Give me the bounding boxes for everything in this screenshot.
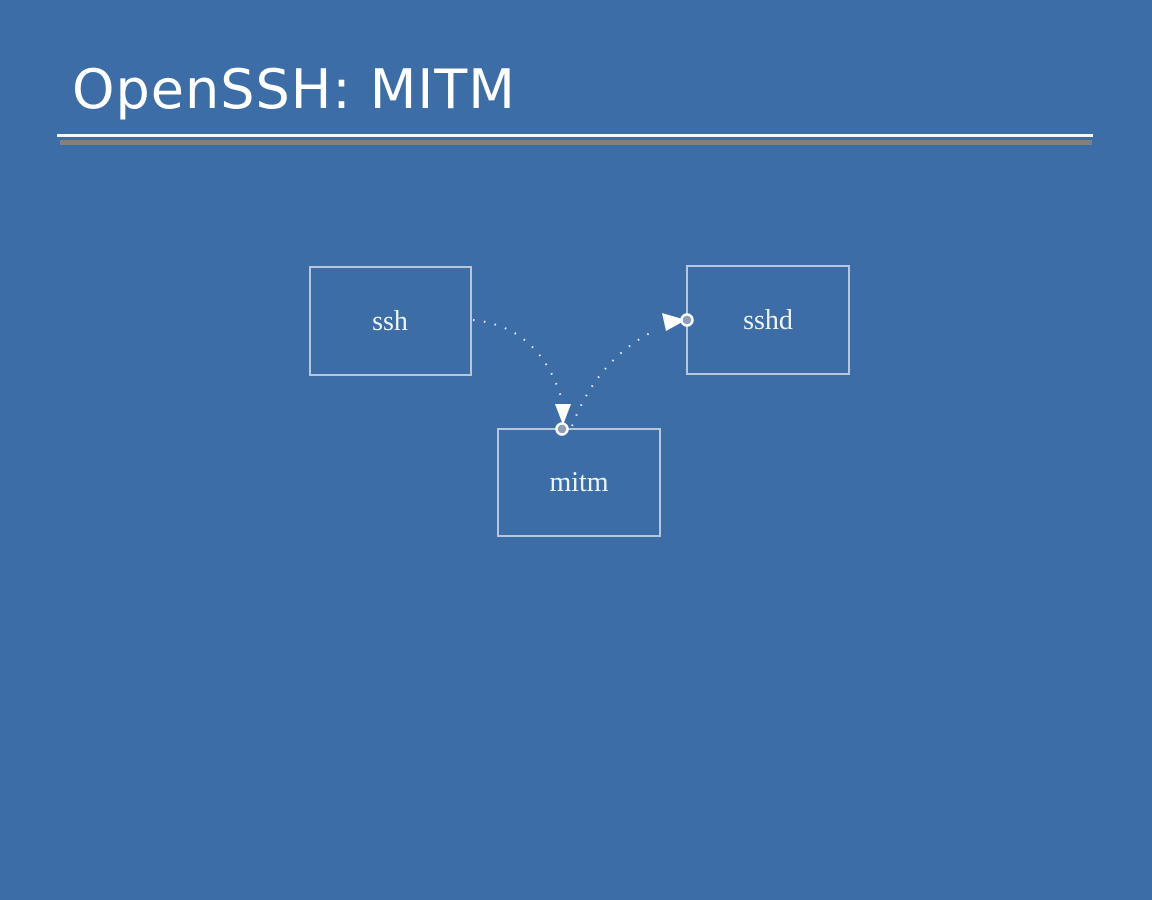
mitm-node-label: mitm	[549, 467, 608, 498]
title-underline-highlight	[57, 134, 1093, 137]
arrowhead-down-icon	[555, 404, 571, 425]
dotted-connector-ssh-to-mitm	[472, 319, 563, 401]
mitm-node-box	[497, 428, 661, 537]
sshd-node-label: sshd	[743, 305, 793, 336]
arrowhead-right-icon	[662, 313, 686, 331]
ssh-node-box	[309, 266, 472, 376]
ssh-node-label: ssh	[372, 306, 408, 337]
connection-point-mitm	[555, 422, 569, 436]
slide-title: OpenSSH: MITM	[72, 58, 516, 121]
dotted-connector-mitm-to-sshd	[571, 329, 657, 427]
title-underline-shadow	[60, 140, 1092, 145]
connection-point-sshd	[680, 313, 694, 327]
